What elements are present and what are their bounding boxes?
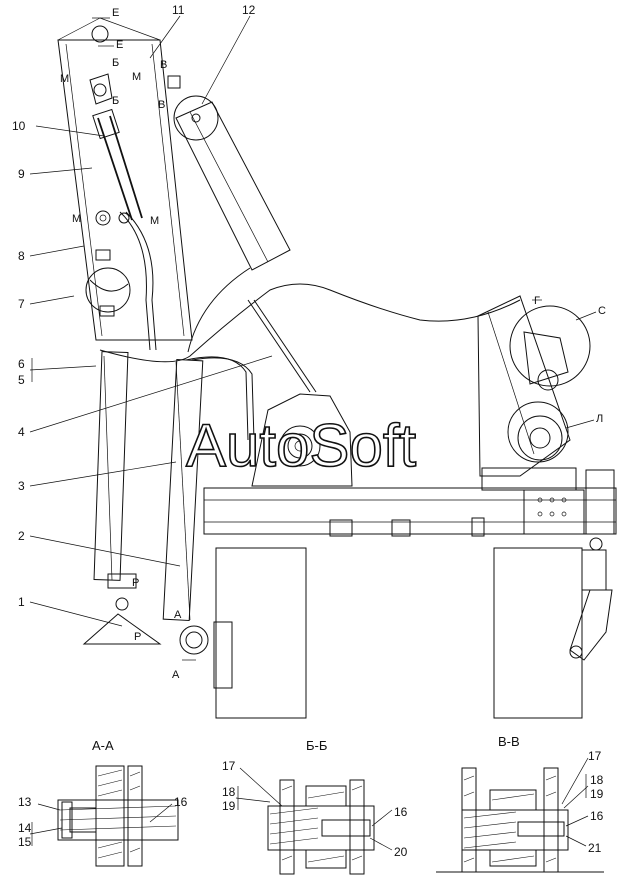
upper-boom [57, 17, 193, 351]
section-bb-title: Б-Б [306, 738, 327, 753]
callout-9: 9 [18, 167, 25, 181]
mast [162, 356, 255, 689]
break-line [99, 267, 521, 363]
callout-18-vv: 18 [590, 773, 604, 787]
callout-16-aa: 16 [174, 795, 188, 809]
marker-m-2: М [132, 71, 141, 83]
callout-11: 11 [172, 3, 185, 17]
callout-17-vv: 17 [588, 749, 602, 763]
rear-support [477, 295, 591, 491]
callout-8: 8 [18, 249, 25, 263]
marker-b-top: Б [112, 57, 119, 69]
callout-12: 12 [242, 3, 256, 17]
callout-13: 13 [18, 795, 32, 809]
callout-4: 4 [18, 425, 25, 439]
main-assembly-view [57, 17, 617, 719]
callout-5: 5 [18, 373, 25, 387]
callouts: 1 2 3 4 6 5 7 8 9 10 11 12 [12, 3, 273, 627]
marker-p-1: Р [132, 577, 139, 589]
turntable-base [247, 299, 353, 487]
callout-1: 1 [18, 595, 25, 609]
marker-m-3: М [72, 213, 81, 225]
rear-bracket [569, 537, 613, 661]
rear-wheel [493, 547, 583, 719]
marker-e-bottom: Е [116, 39, 123, 51]
callout-2: 2 [18, 529, 25, 543]
callout-7: 7 [18, 297, 25, 311]
marker-v-bottom: В [158, 99, 165, 111]
section-vv-title: В-В [498, 734, 520, 749]
view-markers: Е Е Б Б В В М М М М Р Р А А Г С Л [60, 7, 606, 681]
marker-a-1: А [174, 609, 182, 621]
chassis-frame [203, 469, 617, 537]
callout-16-bb: 16 [394, 805, 408, 819]
callout-15: 15 [18, 835, 32, 849]
marker-g: Г [534, 295, 540, 307]
marker-l: Л [596, 413, 603, 425]
marker-e-top: Е [112, 7, 119, 19]
marker-b-bottom: Б [112, 95, 119, 107]
marker-p-2: Р [134, 631, 141, 643]
section-vv: В-В 17 18 19 16 21 [436, 734, 604, 873]
callout-6: 6 [18, 357, 25, 371]
callout-10: 10 [12, 119, 26, 133]
front-wheel [215, 547, 307, 719]
watermark: AutoSoft [186, 412, 416, 479]
marker-m-1: М [60, 73, 69, 85]
lower-boom [82, 351, 162, 645]
marker-s: С [598, 305, 606, 317]
marker-a-2: А [172, 669, 180, 681]
callout-16-vv: 16 [590, 809, 604, 823]
callout-17-bb: 17 [222, 759, 236, 773]
marker-m-4: М [150, 215, 159, 227]
callout-3: 3 [18, 479, 25, 493]
callout-21: 21 [588, 841, 602, 855]
section-bb: Б-Б 17 18 19 16 20 [222, 738, 408, 875]
callout-19-vv: 19 [590, 787, 604, 801]
marker-v-top: В [160, 59, 167, 71]
callout-19-bb: 19 [222, 799, 236, 813]
callout-20: 20 [394, 845, 408, 859]
callout-18-bb: 18 [222, 785, 236, 799]
section-aa-title: А-А [92, 738, 114, 753]
section-aa: А-А 13 14 15 16 [18, 738, 188, 867]
sling-rod [167, 75, 291, 271]
callout-14: 14 [18, 821, 32, 835]
